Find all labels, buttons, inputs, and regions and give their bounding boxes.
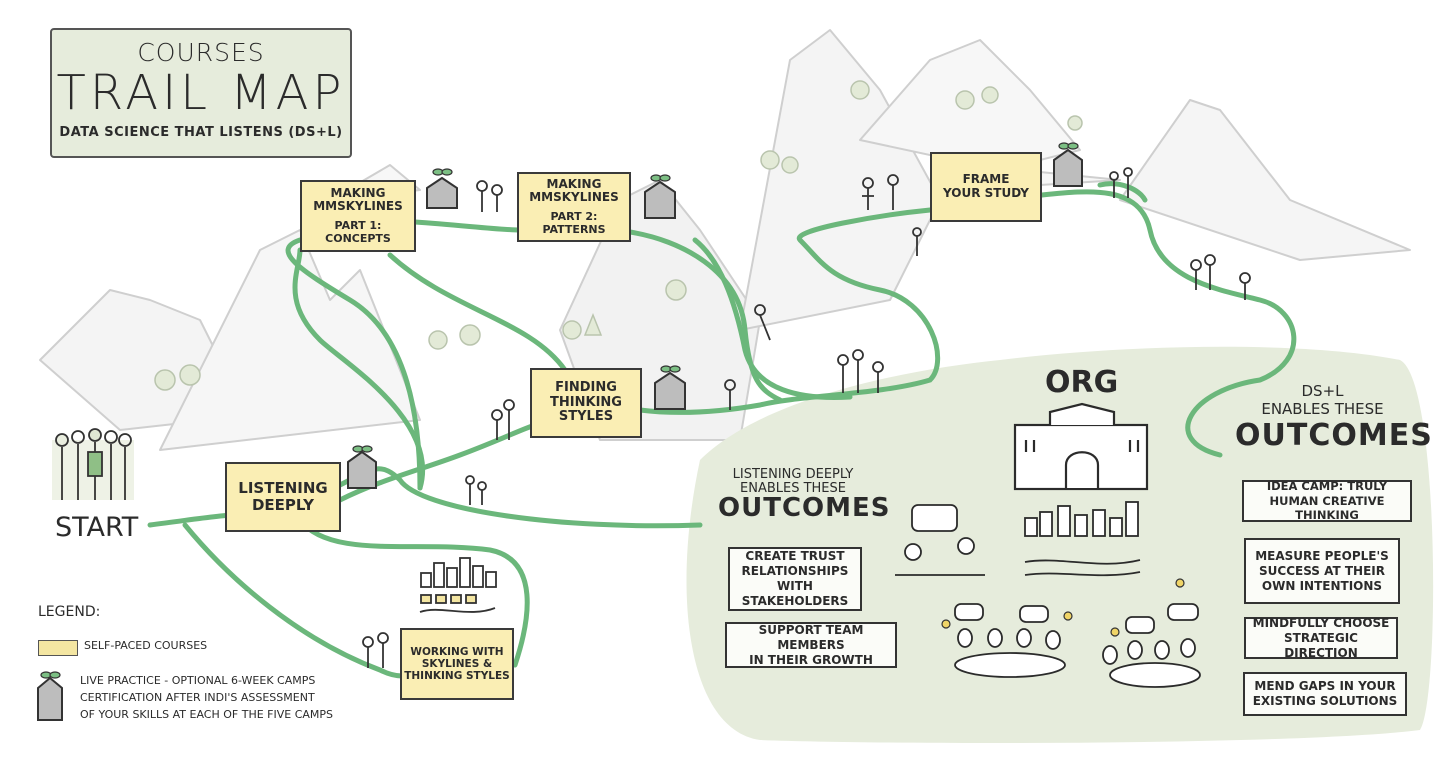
legend-line: OF YOUR SKILLS AT EACH OF THE FIVE CAMPS <box>80 708 334 721</box>
course-label-line: FRAME <box>962 172 1010 187</box>
outcome-line: MEASURE PEOPLE'S <box>1255 548 1389 563</box>
legend-live-practice: LIVE PRACTICE - OPTIONAL 6-WEEK CAMPS CE… <box>80 672 333 723</box>
legend-title: LEGEND: <box>38 604 101 620</box>
listening-outcomes-heading: LISTENING DEEPLY ENABLES THESE OUTCOMES <box>718 467 891 524</box>
course-label-line: SKYLINES & <box>421 657 493 670</box>
course-label-line: PART 2: PATTERNS <box>542 210 606 236</box>
course-label-line: mmSKYLINES <box>529 190 619 205</box>
org-label: ORG <box>1045 365 1119 400</box>
heading-line: LISTENING DEEPLY <box>732 467 854 482</box>
legend-line: LIVE PRACTICE - OPTIONAL 6-WEEK CAMPS <box>80 674 316 687</box>
heading-line: ENABLES THESE <box>1261 399 1384 418</box>
outcome-line: RELATIONSHIPS WITH <box>741 564 849 593</box>
course-working-with-skylines[interactable]: WORKING WITH SKYLINES & THINKING STYLES <box>400 628 514 700</box>
outcome-mend-gaps: MEND GAPS IN YOUR EXISTING SOLUTIONS <box>1243 672 1407 716</box>
title-board: COURSES TRAIL MAP DATA SCIENCE THAT LIST… <box>50 28 352 158</box>
outcome-line: IN THEIR GROWTH <box>749 652 873 667</box>
outcome-create-trust: CREATE TRUST RELATIONSHIPS WITH STAKEHOL… <box>728 547 862 611</box>
course-listening-deeply[interactable]: LISTENING DEEPLY <box>225 462 341 532</box>
outcome-line: IDEA CAMP: TRULY <box>1266 479 1388 494</box>
title-line-courses: COURSES <box>137 38 265 67</box>
outcome-line: STRATEGIC DIRECTION <box>1284 630 1358 660</box>
course-label-line: PART 1: CONCEPTS <box>325 219 391 245</box>
course-label-line: mmSKYLINES <box>313 199 403 214</box>
outcome-line: STAKEHOLDERS <box>741 594 849 608</box>
title-line-subtitle: DATA SCIENCE THAT LISTENS (DS+L) <box>59 125 343 140</box>
outcome-strategic-direction: MINDFULLY CHOOSE STRATEGIC DIRECTION <box>1244 615 1398 660</box>
camp-tent-icons <box>37 148 1083 721</box>
course-making-skylines-part2[interactable]: MAKING mmSKYLINES PART 2: PATTERNS <box>517 172 631 242</box>
title-line-trail-map: TRAIL MAP <box>56 65 346 121</box>
legend-course-swatch <box>38 640 78 656</box>
outcome-line: OWN INTENTIONS <box>1261 578 1383 593</box>
heading-line: ENABLES THESE <box>740 480 846 496</box>
outcome-line: MEND GAPS IN YOUR <box>1254 679 1396 693</box>
heading-line: OUTCOMES <box>718 493 891 524</box>
skyline-sketch-icon <box>419 557 497 613</box>
course-frame-your-study[interactable]: FRAME YOUR STUDY <box>930 152 1042 222</box>
outcome-line: CREATE TRUST <box>745 549 845 563</box>
course-label-line: LISTENING <box>238 478 328 497</box>
outcome-idea-camp: IDEA CAMP: TRULY HUMAN CREATIVE THINKING <box>1242 479 1412 523</box>
heading-line: OUTCOMES <box>1235 417 1433 453</box>
dstl-outcomes-heading: DS+L ENABLES THESE OUTCOMES <box>1235 382 1433 453</box>
lightbulb-icons <box>941 578 1185 637</box>
course-label-line: MAKING <box>546 176 602 191</box>
heading-line: DS+L <box>1301 382 1344 400</box>
course-making-skylines-part1[interactable]: MAKING mmSKYLINES PART 1: CONCEPTS <box>300 180 416 252</box>
trail-paths <box>147 181 1297 679</box>
course-finding-thinking-styles[interactable]: FINDING THINKING STYLES <box>530 368 642 438</box>
outcome-line: SUCCESS AT THEIR <box>1259 563 1385 578</box>
outcome-line: MINDFULLY CHOOSE <box>1252 615 1390 630</box>
team-meeting-icon <box>954 603 1201 688</box>
course-label-line: THINKING STYLES <box>404 670 510 683</box>
legend-self-paced-label: SELF-PACED COURSES <box>84 639 208 652</box>
legend-line: CERTIFICATION AFTER INDI'S ASSESSMENT <box>80 691 315 704</box>
course-label-line: STYLES <box>558 409 614 425</box>
org-building-icon <box>1013 402 1149 491</box>
outcome-line: EXISTING SOLUTIONS <box>1252 694 1398 708</box>
course-label-line: THINKING <box>550 394 622 410</box>
camp-sprout-icons <box>40 142 1079 679</box>
outcome-measure-success: MEASURE PEOPLE'S SUCCESS AT THEIR OWN IN… <box>1244 538 1400 604</box>
course-label-line: FINDING <box>555 379 617 395</box>
outcome-support-team: SUPPORT TEAM MEMBERS IN THEIR GROWTH <box>725 622 897 668</box>
conversation-sketch-icon <box>895 504 985 576</box>
course-label-line: WORKING WITH <box>410 645 504 658</box>
outcome-line: HUMAN CREATIVE THINKING <box>1269 493 1385 523</box>
start-label: START <box>55 512 139 543</box>
course-label-line: MAKING <box>330 185 386 200</box>
tree-icons <box>154 80 1083 391</box>
hiker-figures <box>52 167 1251 668</box>
course-label-line: DEEPLY <box>251 496 315 514</box>
course-label-line: YOUR STUDY <box>943 186 1029 200</box>
outcome-line: SUPPORT TEAM MEMBERS <box>758 622 864 652</box>
org-skyline-chart-icon <box>1024 501 1141 577</box>
